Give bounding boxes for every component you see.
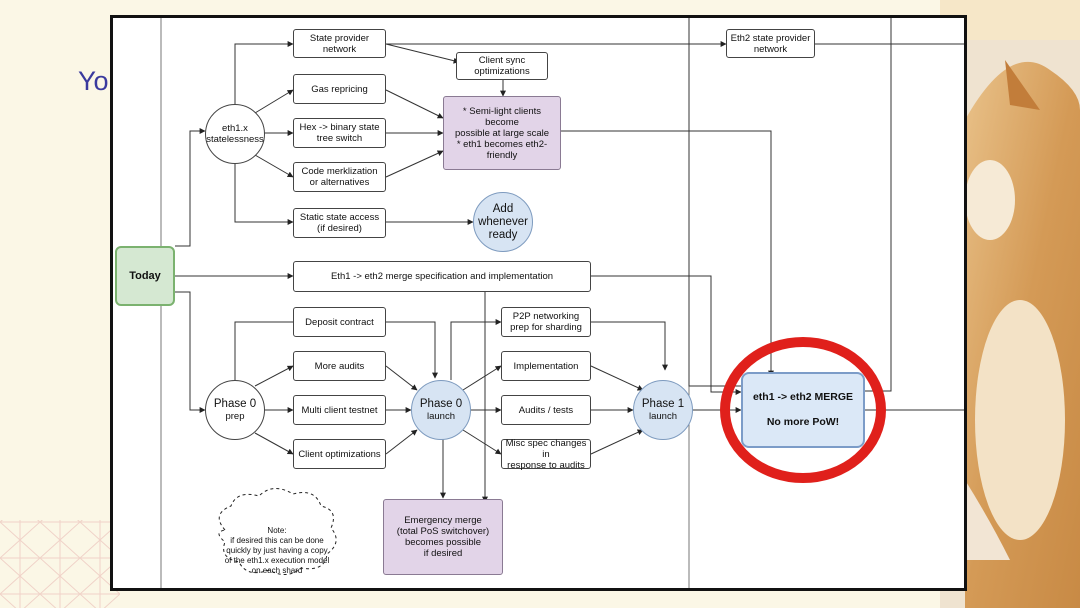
slide-title: Yo [78, 66, 109, 96]
eth1x-statelessness-node: eth1.x statelessness [205, 104, 265, 164]
phase0-launch-sub: launch [427, 411, 455, 422]
misc-spec-changes-box: Misc spec changes in response to audits [501, 438, 591, 471]
phase1-sub: launch [649, 411, 677, 422]
add-whenever-ready-node: Add whenever ready [473, 192, 533, 252]
client-sync-box: Client sync optimizations [456, 52, 548, 80]
state-provider-network-box: State provider network [293, 29, 386, 58]
gas-repricing-box: Gas repricing [293, 74, 386, 104]
multi-client-testnet-box: Multi client testnet [293, 395, 386, 425]
code-merklization-box: Code merklization or alternatives [293, 162, 386, 192]
phase0-prep-sub: prep [225, 411, 245, 422]
note-cloud [218, 488, 337, 575]
eth2-state-provider-box: Eth2 state provider network [726, 29, 815, 58]
p2p-networking-box: P2P networking prep for sharding [501, 307, 591, 337]
phase0-launch-node: Phase 0 launch [411, 380, 471, 440]
merge-subtitle: No more PoW! [766, 416, 840, 428]
audits-tests-box: Audits / tests [501, 395, 591, 425]
decorative-pattern [0, 520, 120, 608]
roadmap-diagram: Today eth1.x statelessness State provide… [110, 15, 967, 591]
client-optimizations-box: Client optimizations [293, 439, 386, 469]
semi-light-clients-box: * Semi-light clients become possible at … [443, 96, 561, 170]
today-node: Today [115, 246, 175, 306]
phase0-launch-title: Phase 0 [419, 398, 463, 410]
eth1-eth2-merge-box: eth1 -> eth2 MERGE No more PoW! [741, 372, 865, 448]
diagram-connectors [160, 18, 964, 588]
phase1-launch-node: Phase 1 launch [633, 380, 693, 440]
implementation-box: Implementation [501, 351, 591, 381]
note-text: Note: if desired this can be done quickl… [224, 526, 330, 575]
hex-binary-box: Hex -> binary state tree switch [293, 118, 386, 148]
phase0-prep-node: Phase 0 prep [205, 380, 265, 440]
merge-spec-box: Eth1 -> eth2 merge specification and imp… [293, 261, 591, 292]
merge-title: eth1 -> eth2 MERGE [752, 391, 854, 403]
phase0-prep-title: Phase 0 [213, 398, 257, 410]
highlight-ring [720, 337, 886, 483]
more-audits-box: More audits [293, 351, 386, 381]
static-state-access-box: Static state access (if desired) [293, 208, 386, 238]
phase1-title: Phase 1 [641, 398, 685, 410]
emergency-merge-box: Emergency merge (total PoS switchover) b… [383, 499, 503, 575]
deposit-contract-box: Deposit contract [293, 307, 386, 337]
